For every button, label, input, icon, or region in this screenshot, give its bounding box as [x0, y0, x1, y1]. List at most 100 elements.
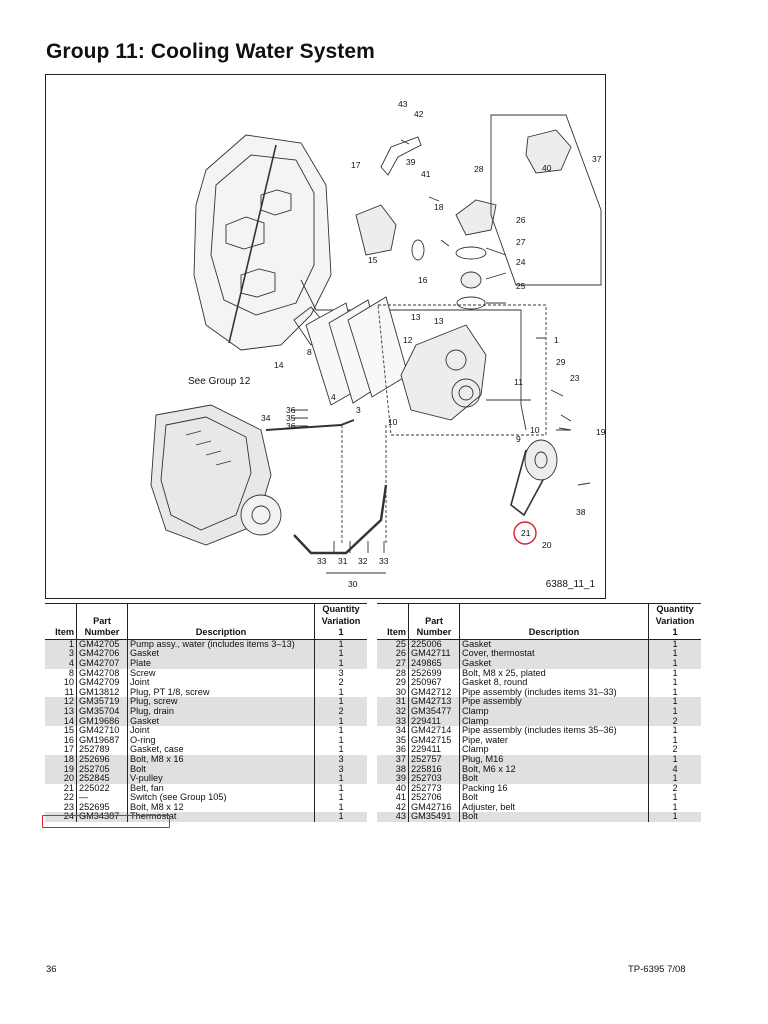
description-cell: Bolt: [459, 773, 649, 784]
description-cell: Clamp: [459, 745, 649, 755]
item-cell: 43: [377, 812, 409, 823]
page-title: Group 11: Cooling Water System: [46, 40, 375, 63]
part-number-cell: 252789: [76, 745, 128, 755]
description-cell: Plug, PT 1/8, screw: [127, 687, 315, 698]
part-number-cell: GM42706: [76, 649, 128, 659]
part-number-cell: 252695: [76, 802, 128, 813]
part-number-cell: GM19687: [76, 735, 128, 746]
item-cell: 24: [45, 812, 77, 823]
callout-number: 26: [516, 215, 526, 225]
part-number-cell: 229411: [408, 745, 460, 755]
description-cell: Belt, fan: [127, 783, 315, 794]
part-number-cell: GM42710: [76, 726, 128, 736]
description-cell: O-ring: [127, 735, 315, 746]
callout-number: 31: [338, 556, 348, 566]
quantity-cell: 1: [338, 734, 344, 745]
item-cell: 1: [45, 639, 77, 650]
description-cell: Pipe, water: [459, 735, 649, 746]
quantity-cell: 2: [648, 716, 701, 727]
part-number-cell: —: [76, 793, 128, 803]
callout-number: 13: [411, 312, 421, 322]
item-cell: 37: [377, 754, 409, 765]
part-number-cell: 252699: [408, 668, 460, 679]
callout-number: 36: [286, 421, 296, 431]
variation-header: Variation: [321, 615, 361, 626]
part-number-cell: GM42711: [408, 649, 460, 659]
part-number-cell: 225006: [408, 639, 460, 650]
callout-number: 18: [434, 202, 444, 212]
variation-number-header: 1: [314, 627, 367, 640]
part-number-cell: 250967: [408, 678, 460, 688]
quantity-cell: 1: [338, 782, 344, 793]
description-cell: V-pulley: [127, 773, 315, 784]
item-cell: 32: [377, 706, 409, 717]
quantity-cell: 1: [672, 667, 678, 678]
quantity-cell: 2: [338, 677, 344, 688]
description-cell: Screw: [127, 668, 315, 679]
quantity-cell: 1: [672, 801, 678, 812]
description-cell: Bolt, M8 x 25, plated: [459, 668, 649, 679]
callout-number: 40: [542, 163, 552, 173]
quantity-cell: 1: [648, 658, 701, 669]
part-number-cell: GM35719: [76, 697, 128, 707]
description-cell: Bolt: [127, 764, 315, 775]
callout-number: 35: [286, 413, 296, 423]
description-cell: Bolt: [459, 793, 649, 803]
quantity-cell: 1: [648, 697, 701, 707]
part-number-cell: 252845: [76, 773, 128, 784]
description-cell: Bolt, M8 x 16: [127, 754, 315, 765]
description-cell: Pipe assembly (includes items 35–36): [459, 726, 649, 736]
quantity-cell: 2: [314, 706, 367, 717]
item-cell: 18: [45, 754, 77, 765]
description-cell: Gasket: [459, 639, 649, 650]
item-cell: 19: [45, 764, 77, 775]
callout-number: 34: [261, 413, 271, 423]
callout-number: 17: [351, 160, 361, 170]
quantity-cell: 2: [672, 744, 678, 755]
description-cell: Packing 16: [459, 783, 649, 794]
description-cell: Bolt, M6 x 12: [459, 764, 649, 775]
part-number-cell: 225022: [76, 783, 128, 794]
part-number-cell: GM42709: [76, 678, 128, 688]
part-number-cell: 229411: [408, 716, 460, 727]
item-cell: 28: [377, 668, 409, 679]
callout-number: 8: [307, 347, 312, 357]
parts-table-left: Quantity Part Variation Item Number Desc…: [45, 602, 367, 823]
quantity-cell: 1: [338, 792, 344, 803]
description-cell: Gasket, case: [127, 745, 315, 755]
description-cell: Pipe assembly (includes items 31–33): [459, 687, 649, 698]
item-cell: 31: [377, 697, 409, 707]
item-cell: 40: [377, 783, 409, 794]
part-number-cell: GM42707: [76, 658, 128, 669]
callout-number: 10: [530, 425, 540, 435]
callout-number: 15: [368, 255, 378, 265]
item-cell: 27: [377, 658, 409, 669]
part-number-cell: GM42716: [408, 802, 460, 813]
description-cell: Clamp: [459, 716, 649, 727]
quantity-cell: 1: [648, 649, 701, 659]
callout-number: 1: [554, 335, 559, 345]
variation-header: Variation: [655, 615, 695, 626]
callout-number: 38: [576, 507, 586, 517]
item-cell: 41: [377, 793, 409, 803]
part-number-cell: GM42712: [408, 687, 460, 698]
callout-number: 9: [516, 434, 521, 444]
variation-number-header: 1: [648, 627, 701, 640]
figure-id: 6388_11_1: [545, 579, 595, 590]
